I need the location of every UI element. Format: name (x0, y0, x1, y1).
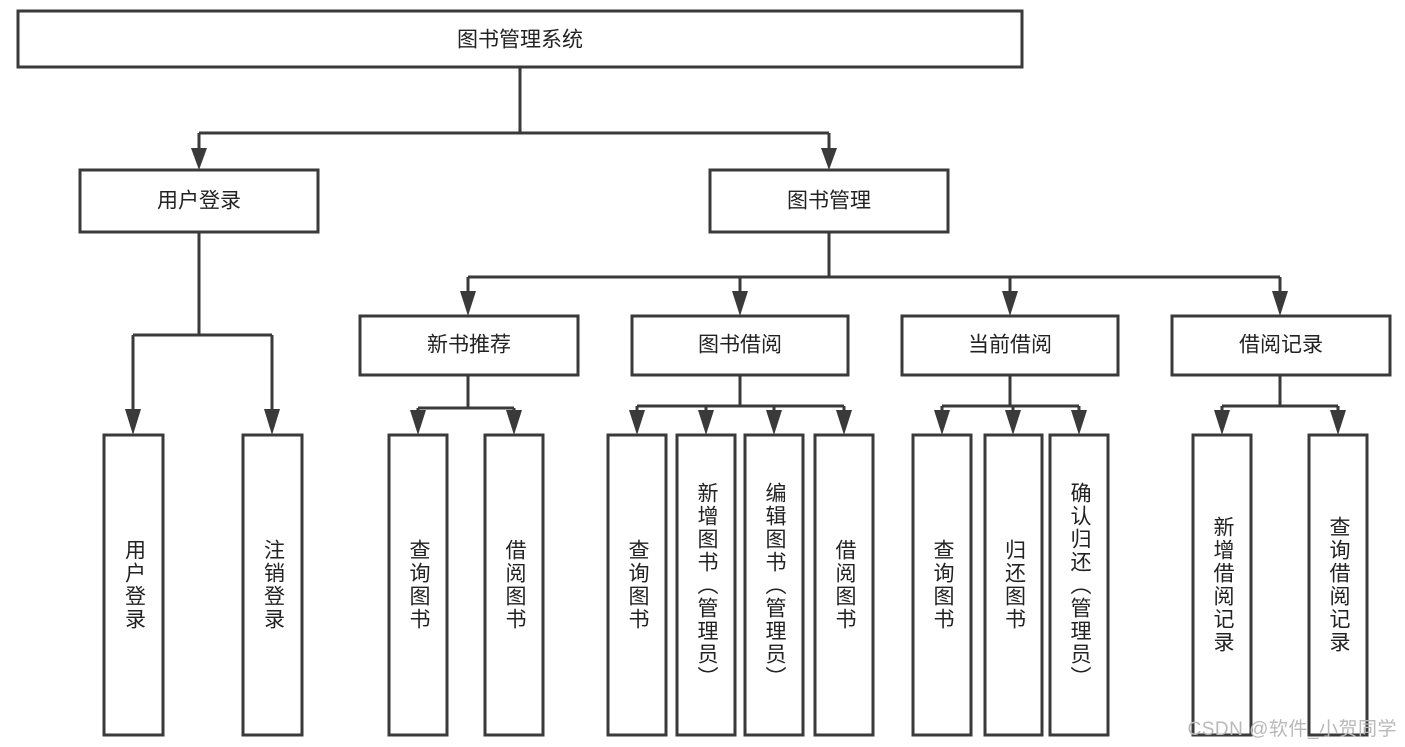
leaf-book-borrow-3[interactable] (743, 433, 805, 737)
leaf-new-book-recommend-2[interactable] (483, 433, 545, 737)
arrow-head-leaf-cb-1 (934, 410, 950, 435)
leaf-user-login-1[interactable] (102, 433, 165, 737)
arrow-head-book-mgmt (821, 148, 837, 170)
connector-group-book-mgmt (460, 232, 1288, 316)
node-borrow-record[interactable] (1170, 314, 1392, 377)
leaf-book-borrow-1[interactable] (606, 433, 668, 737)
arrow-head-leaf-bb-1 (629, 410, 645, 435)
node-current-borrow-label: 当前借阅 (968, 334, 1052, 357)
node-user-login[interactable] (78, 168, 320, 234)
arrow-head-current-borrow (1002, 291, 1018, 316)
leaf-current-borrow-1[interactable] (911, 433, 973, 737)
arrow-head-book-borrow (732, 291, 748, 316)
node-book-borrow[interactable] (630, 314, 850, 377)
connector-group-root (191, 67, 837, 170)
node-new-book-recommend[interactable] (358, 314, 580, 377)
leaf-new-book-recommend-1[interactable] (387, 433, 449, 737)
connector-group-user-login (125, 232, 280, 435)
arrow-head-borrow-record (1272, 291, 1288, 316)
node-book-borrow-label: 图书借阅 (698, 334, 782, 357)
node-current-borrow[interactable] (900, 314, 1120, 377)
leaf-borrow-record-1[interactable] (1191, 433, 1253, 737)
connector-group-borrow-record (1214, 375, 1346, 435)
arrow-head-leaf-user-login-1 (125, 409, 141, 435)
connector-group-new-book-recommend (410, 375, 522, 435)
arrow-head-leaf-user-login-2 (264, 409, 280, 435)
leaf-user-login-2[interactable] (241, 433, 304, 737)
node-book-management-label: 图书管理 (787, 190, 871, 213)
arrow-head-leaf-br-2 (1330, 410, 1346, 435)
leaf-current-borrow-3[interactable] (1048, 433, 1110, 737)
node-root[interactable] (16, 9, 1024, 69)
arrow-head-leaf-cb-3 (1071, 410, 1087, 435)
arrow-head-new-book-recommend (460, 291, 476, 316)
leaf-current-borrow-2[interactable] (983, 433, 1044, 737)
arrow-head-user-login (191, 148, 207, 170)
arrow-head-leaf-br-1 (1214, 410, 1230, 435)
node-root-label: 图书管理系统 (457, 29, 583, 52)
arrow-head-leaf-nbr-2 (506, 410, 522, 435)
arrow-head-leaf-nbr-1 (410, 410, 426, 435)
connector-group-book-borrow (629, 375, 852, 435)
watermark-text: CSDN @软件_小贺同学 (1187, 719, 1397, 740)
connector-group-current-borrow (934, 375, 1087, 435)
node-book-management[interactable] (708, 168, 950, 234)
leaf-book-borrow-2[interactable] (675, 433, 737, 737)
arrow-head-leaf-bb-2 (698, 410, 714, 435)
arrow-head-leaf-cb-2 (1005, 410, 1021, 435)
arrow-head-leaf-bb-3 (766, 410, 782, 435)
leaf-book-borrow-4[interactable] (813, 433, 875, 737)
arrow-head-leaf-bb-4 (836, 410, 852, 435)
leaf-borrow-record-2[interactable] (1307, 433, 1369, 737)
node-user-login-label: 用户登录 (157, 190, 241, 213)
node-new-book-recommend-label: 新书推荐 (427, 334, 511, 357)
node-borrow-record-label: 借阅记录 (1239, 334, 1323, 357)
